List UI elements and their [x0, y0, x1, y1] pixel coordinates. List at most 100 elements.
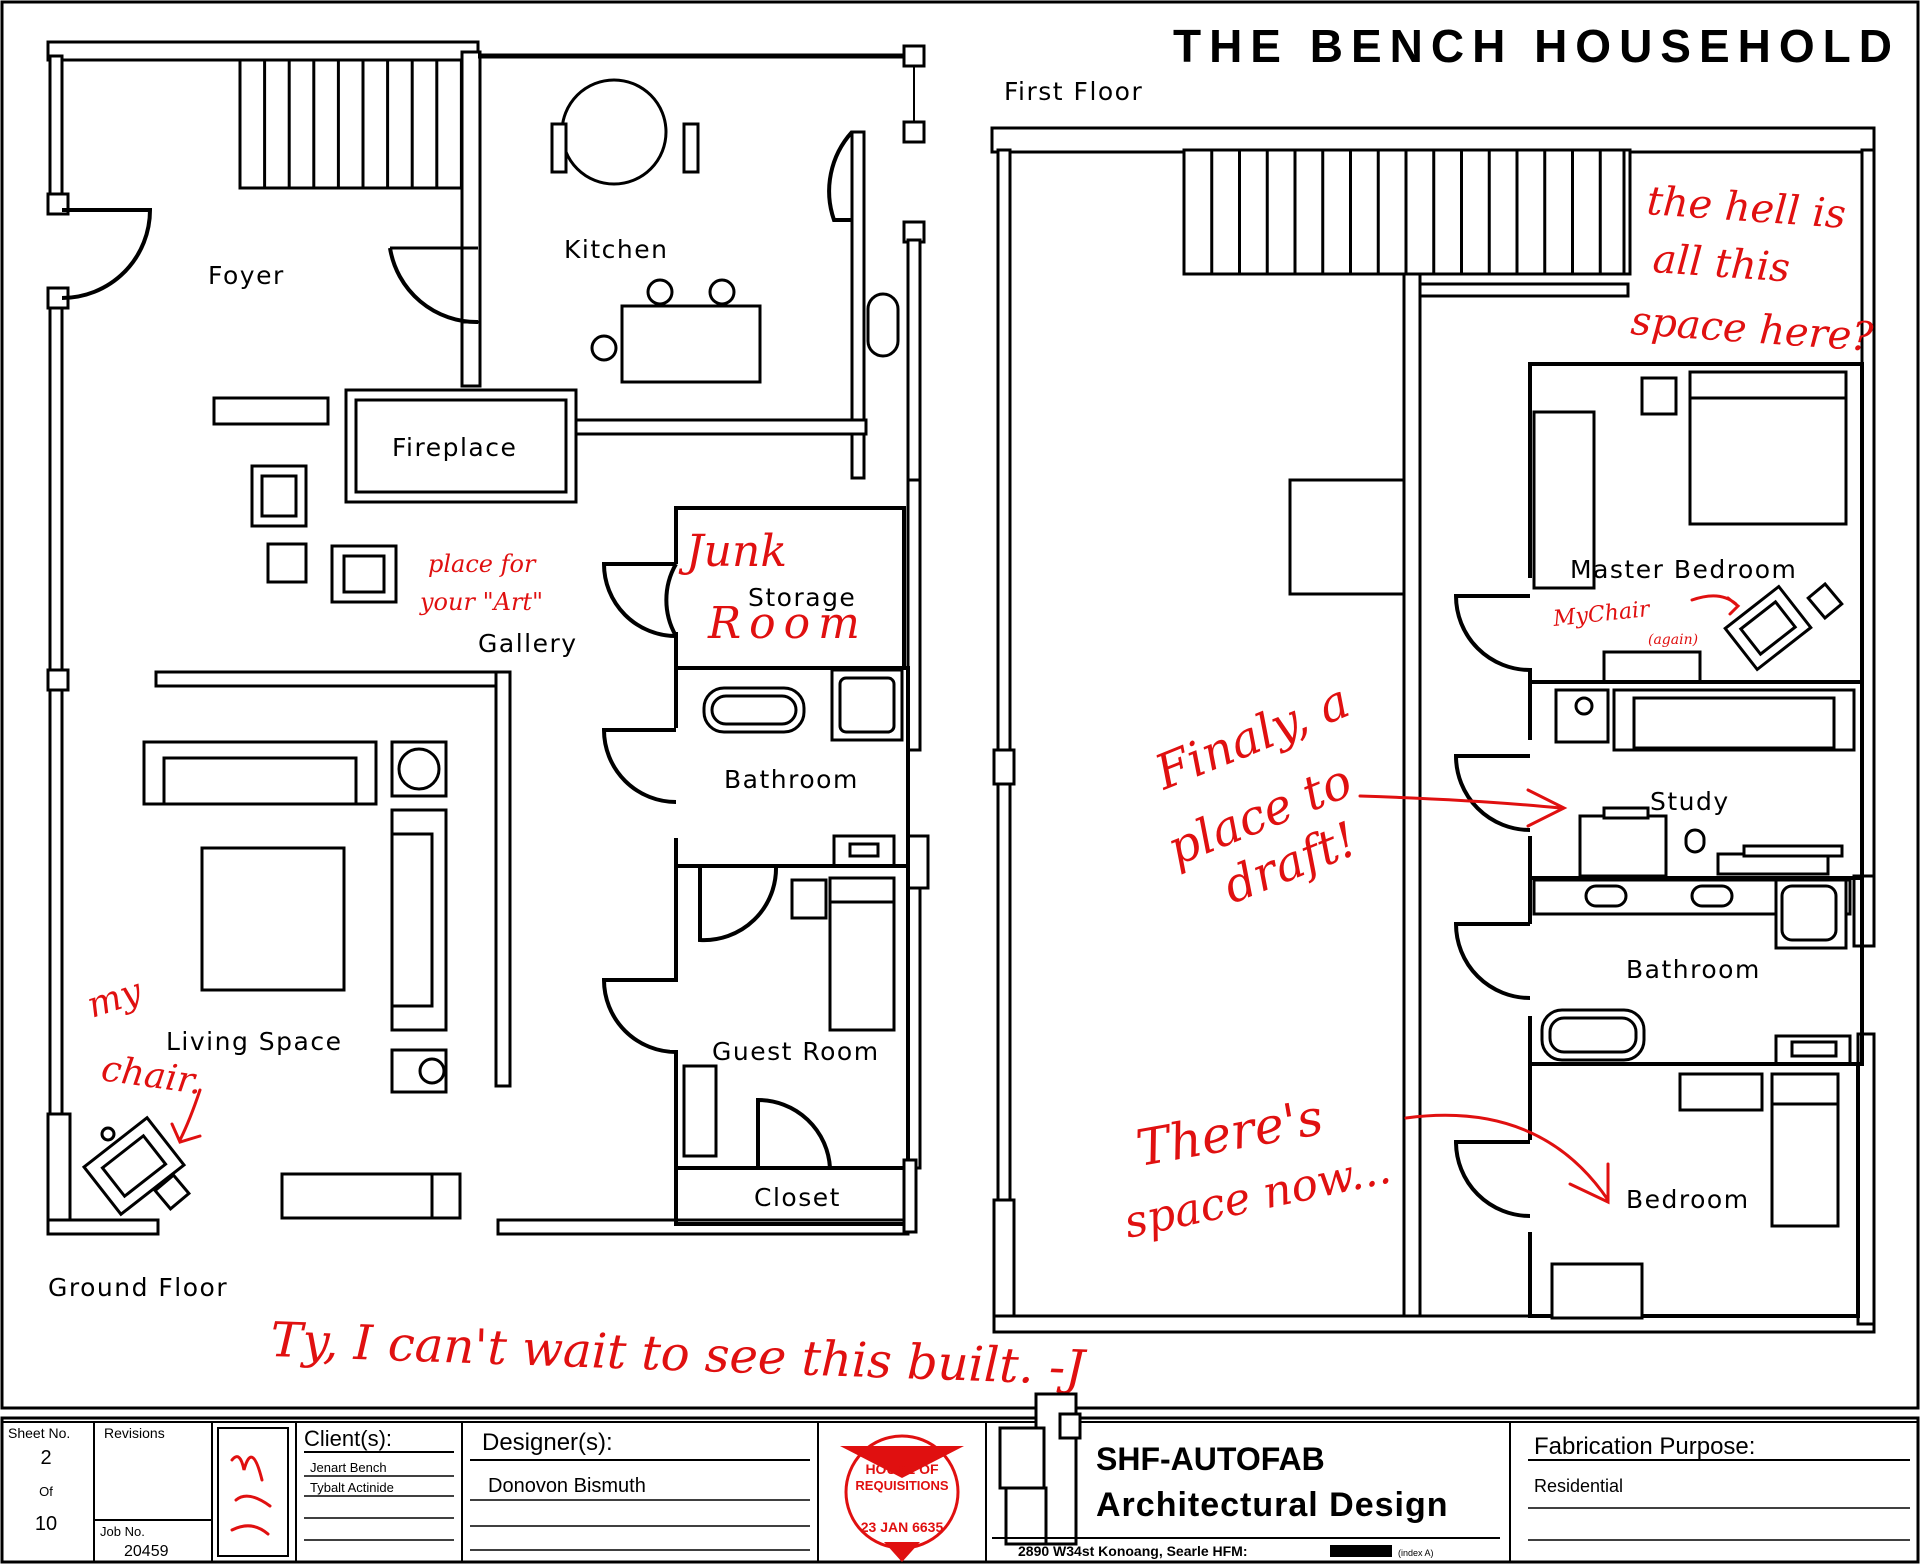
fireplace-inner: [354, 398, 568, 494]
study-door[interactable]: [1453, 754, 1531, 832]
room-label-fireplace: Fireplace: [392, 433, 517, 462]
sink: [866, 292, 900, 358]
kitchen-side-door[interactable]: [827, 130, 854, 222]
firm-name-1: SHF-AUTOFAB: [1096, 1441, 1325, 1477]
bathroom-door[interactable]: [601, 728, 677, 804]
nightstand: [1640, 376, 1678, 416]
sink: [1584, 884, 1628, 908]
wall: [906, 238, 922, 482]
kitchen-door[interactable]: [388, 247, 479, 325]
my-chair-first: [1723, 584, 1813, 672]
ground-floor-plan: [46, 40, 930, 1236]
wall: [1856, 1032, 1876, 1326]
nightstand: [790, 878, 828, 920]
note-art-1: place for: [428, 550, 537, 578]
ground-stairs: [238, 58, 464, 190]
wall: [906, 478, 922, 752]
side-table: [266, 542, 308, 584]
closet-door[interactable]: [756, 1097, 832, 1169]
room-label-closet: Closet: [754, 1183, 841, 1212]
stool: [646, 278, 674, 306]
client-2: Tybalt Actinide: [310, 1480, 394, 1495]
guest-door-b[interactable]: [601, 978, 677, 1054]
wall: [1418, 282, 1630, 298]
floor-label-first: First Floor: [1004, 77, 1143, 106]
designers-label: Designer(s):: [482, 1429, 613, 1456]
desk: [1678, 1072, 1764, 1112]
storage-door[interactable]: [601, 562, 678, 638]
guest-door-a[interactable]: [698, 865, 779, 943]
armchair-seat: [260, 474, 298, 518]
stamp-date: 23 JAN 6635: [861, 1519, 944, 1535]
room-label-kitchen: Kitchen: [564, 235, 668, 264]
round-table: [560, 78, 668, 186]
room-label-bathroom-first: Bathroom: [1626, 955, 1761, 984]
chair: [550, 122, 568, 174]
room-label-master-bedroom: Master Bedroom: [1570, 555, 1797, 584]
index-label: (index A): [1398, 1548, 1434, 1558]
stool: [708, 278, 736, 306]
revisions-label: Revisions: [104, 1425, 165, 1441]
room-label-storage: Storage: [748, 583, 856, 612]
clients-label: Client(s):: [304, 1426, 392, 1451]
bedroom-door[interactable]: [1453, 1140, 1531, 1218]
stamp-line-2: REQUISITIONS: [855, 1478, 949, 1493]
note-ty: Ty, I can't wait to see this built. -J: [270, 1312, 1089, 1396]
first-floor-plan: [990, 126, 1876, 1334]
wall: [992, 1314, 1876, 1334]
note-my-chair-1: my: [82, 971, 147, 1027]
designer-name: Donovon Bismuth: [488, 1475, 646, 1497]
wall: [996, 782, 1012, 1206]
bathroom-first-door[interactable]: [1453, 922, 1531, 1000]
desk: [682, 1064, 718, 1158]
wall: [996, 148, 1012, 752]
landing-table: [1288, 478, 1406, 596]
wall: [902, 1158, 918, 1234]
job-no-label: Job No.: [100, 1524, 145, 1539]
firm-address: 2890 W34st Konoang, Searle HFM:: [1018, 1543, 1248, 1559]
wall: [494, 670, 512, 1088]
stamp-line-1: HOUSE OF: [865, 1461, 939, 1477]
wall: [46, 1112, 72, 1236]
purpose-value: Residential: [1534, 1476, 1623, 1496]
stamp: HOUSE OF REQUISITIONS 23 JAN 6635: [840, 1434, 964, 1562]
foyer-door[interactable]: [61, 208, 153, 300]
wall: [992, 1198, 1016, 1334]
my-chair-ground: [81, 1115, 187, 1217]
wall-post: [906, 834, 930, 890]
wall: [990, 126, 1876, 154]
firm-logo: [998, 1392, 1082, 1546]
desk: [1602, 650, 1702, 684]
wall-post: [902, 44, 926, 68]
note-hell-1: the hell is: [1645, 178, 1847, 238]
chair: [682, 122, 700, 174]
note-junk-1: Junk: [678, 526, 787, 577]
dining-table: [620, 304, 762, 384]
note-chair-again-2: (again): [1648, 632, 1698, 648]
wall-post: [992, 748, 1016, 786]
redacted-block: [1330, 1545, 1392, 1557]
title-block: Sheet No. 2 Of 10 Revisions Job No. 2045…: [0, 1392, 1920, 1564]
note-hell-3: space here?: [1629, 298, 1875, 361]
dresser: [1550, 1262, 1644, 1320]
note-my-chair-2: chair.: [99, 1048, 205, 1103]
arrow-bedroom: [1404, 1113, 1610, 1205]
wall: [1402, 272, 1422, 1318]
armchair-seat: [342, 554, 386, 594]
sheet-no: 2: [40, 1447, 51, 1469]
wall: [48, 686, 64, 1120]
drafting-desk: [1578, 814, 1668, 878]
wall: [48, 298, 64, 672]
wall: [460, 320, 482, 388]
footrest: [152, 1172, 192, 1212]
wall: [48, 54, 64, 198]
signature-box: [217, 1427, 289, 1557]
master-door[interactable]: [1453, 594, 1531, 672]
client-1: Jenart Bench: [310, 1460, 387, 1475]
wall-post: [46, 668, 70, 692]
sink: [1690, 884, 1734, 908]
wall: [46, 40, 480, 62]
job-no: 20459: [124, 1543, 169, 1560]
purpose-label: Fabrication Purpose:: [1534, 1433, 1755, 1460]
